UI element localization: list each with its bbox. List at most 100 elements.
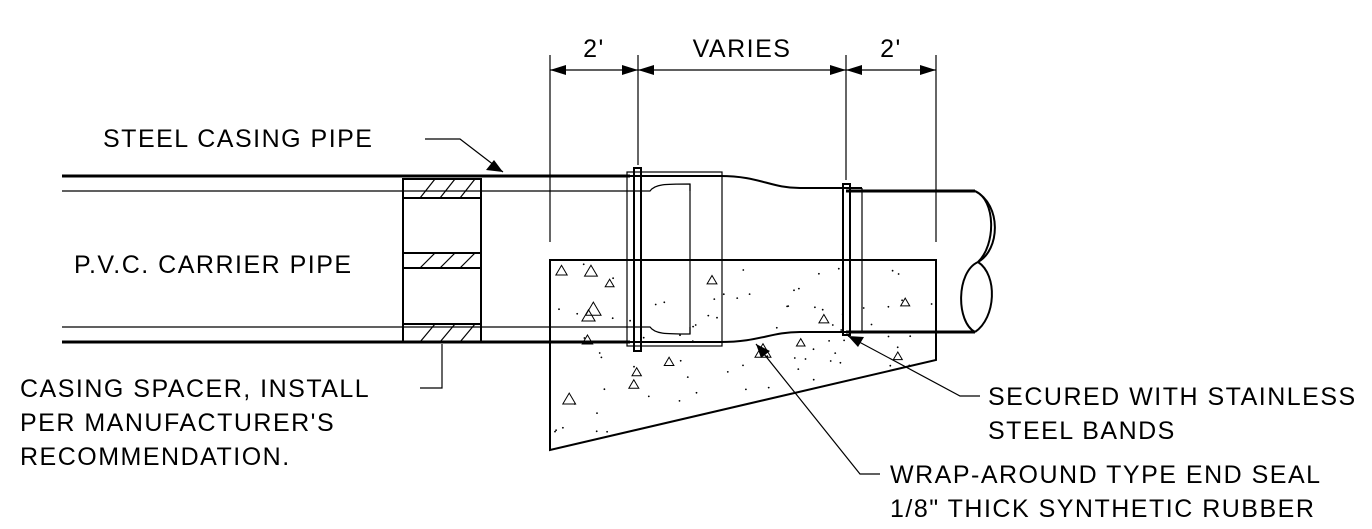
label-pvc-carrier-pipe: P.V.C. CARRIER PIPE — [74, 251, 353, 279]
steel-casing-pipe — [62, 174, 630, 344]
aggregate-dot — [736, 297, 739, 299]
aggregate-stone — [554, 264, 569, 276]
aggregate-dot — [583, 337, 586, 339]
aggregate-dot — [889, 364, 892, 367]
aggregate-dot — [576, 312, 579, 315]
aggregate-dot — [679, 334, 681, 337]
aggregate-dot — [647, 395, 650, 398]
aggregate-dot — [843, 339, 845, 342]
aggregate-dot — [793, 289, 795, 292]
aggregate-dot — [562, 426, 564, 429]
end-seal — [626, 171, 863, 347]
aggregate-stone — [631, 366, 643, 377]
aggregate-stone — [604, 278, 615, 288]
aggregate-dot — [891, 269, 894, 272]
aggregate-dot — [695, 425, 698, 428]
aggregate-stone — [583, 264, 599, 277]
aggregate-dot — [554, 430, 556, 433]
aggregate-dot — [805, 431, 808, 434]
aggregate-stone — [581, 334, 594, 345]
leader-end-seal — [755, 343, 880, 475]
label-casing-spacer-line3: RECOMMENDATION. — [20, 443, 291, 471]
aggregate-dot — [929, 436, 932, 439]
aggregate-stone — [819, 417, 830, 427]
aggregate-stone — [837, 393, 851, 405]
dimension-middle: VARIES — [693, 35, 792, 63]
aggregate-dot — [926, 444, 929, 446]
aggregate-stone — [863, 425, 881, 440]
aggregate-dot — [692, 325, 694, 328]
aggregate-dot — [767, 386, 770, 389]
aggregate-dot — [837, 267, 840, 270]
aggregate-dot — [831, 324, 834, 326]
aggregate-dot — [707, 314, 710, 317]
aggregate-dot — [663, 301, 666, 304]
aggregate-dot — [745, 388, 747, 391]
aggregate-dot — [629, 319, 631, 322]
aggregate-stone — [706, 274, 718, 285]
aggregate-dot — [775, 326, 778, 329]
aggregate-dot — [678, 400, 681, 402]
aggregate-dot — [679, 359, 682, 362]
aggregate-dot — [625, 439, 627, 442]
aggregate-dot — [821, 308, 824, 311]
aggregate-dot — [804, 358, 807, 360]
aggregate-dot — [600, 356, 603, 359]
concrete-encasement — [549, 259, 937, 452]
aggregate-dot — [794, 430, 797, 433]
aggregate-dot — [598, 352, 601, 354]
aggregate-dot — [829, 422, 832, 425]
aggregate-dot — [909, 335, 912, 338]
aggregate-dot — [839, 361, 842, 364]
aggregate-dot — [819, 393, 821, 395]
aggregate-dot — [596, 412, 598, 414]
aggregate-dot — [612, 277, 614, 280]
aggregate-dot — [870, 323, 873, 326]
dimension-right: 2' — [880, 35, 902, 63]
aggregate-stone — [892, 351, 904, 361]
aggregate-dot — [686, 376, 689, 378]
stainless-steel-band-left — [633, 167, 642, 352]
aggregate-dot — [888, 428, 891, 431]
aggregate-dot — [828, 340, 830, 342]
aggregate-dot — [582, 263, 585, 266]
aggregate-dot — [887, 419, 890, 422]
aggregate-dot — [845, 435, 848, 437]
aggregate-stone — [720, 432, 734, 444]
aggregate-stone — [818, 313, 830, 324]
aggregate-dot — [611, 317, 614, 320]
aggregate-dot — [862, 307, 865, 309]
aggregate-dot — [798, 287, 800, 290]
aggregate-dot — [555, 429, 557, 432]
aggregate-dot — [694, 324, 697, 326]
dimension-lines — [549, 55, 937, 242]
aggregate-dot — [896, 346, 899, 349]
aggregate-dot — [797, 368, 800, 370]
leader-stainless-bands — [847, 335, 980, 397]
aggregate-dot — [887, 305, 890, 308]
aggregate-stone — [795, 337, 806, 347]
aggregate-dot — [633, 365, 635, 368]
stainless-steel-band-right — [842, 183, 851, 336]
aggregate-dot — [642, 336, 645, 339]
aggregate-dot — [854, 422, 857, 425]
aggregate-dot — [908, 364, 911, 367]
aggregate-dot — [812, 378, 815, 381]
aggregate-dot — [818, 272, 820, 275]
aggregate-dot — [606, 430, 608, 433]
label-end-seal-line1: WRAP-AROUND TYPE END SEAL — [890, 461, 1322, 489]
label-casing-spacer-line1: CASING SPACER, INSTALL — [20, 375, 370, 403]
aggregate-dot — [930, 303, 933, 305]
label-secured-bands-line2: STEEL BANDS — [988, 417, 1176, 445]
casing-spacer — [402, 178, 482, 343]
aggregate-dot — [897, 273, 900, 275]
aggregate-dot — [695, 391, 698, 394]
aggregate-stone — [627, 378, 640, 389]
leader-steel-casing — [425, 138, 504, 173]
label-end-seal-line2: 1/8" THICK SYNTHETIC RUBBER — [890, 495, 1315, 523]
pvc-carrier-pipe — [846, 189, 996, 334]
aggregate-dot — [742, 364, 744, 367]
aggregate-dot — [902, 410, 905, 412]
aggregate-dot — [654, 303, 657, 306]
